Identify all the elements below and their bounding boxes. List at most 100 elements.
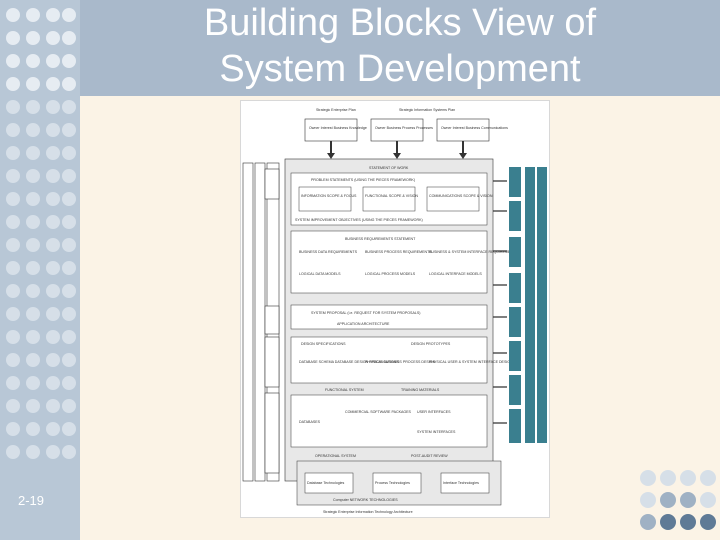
decorative-dot — [640, 514, 656, 530]
impl-box-2: COMMERCIAL SOFTWARE PACKAGES — [345, 410, 412, 414]
decorative-dot — [660, 492, 676, 508]
impl-box-4: SYSTEM INTERFACES — [417, 430, 456, 434]
decorative-dot — [680, 470, 696, 486]
decorative-dot — [46, 445, 60, 459]
decorative-dot — [6, 215, 20, 229]
design-prototypes: DESIGN PROTOTYPES — [411, 342, 451, 346]
decorative-dot — [62, 330, 76, 344]
decorative-dot — [26, 330, 40, 344]
impl-box-1: DATABASES — [299, 420, 321, 424]
decorative-dot-grid: (function(){ const host = document.curre… — [0, 0, 80, 540]
decorative-dot — [26, 445, 40, 459]
decorative-dot — [660, 470, 676, 486]
decorative-dot — [46, 31, 60, 45]
decorative-dot — [62, 169, 76, 183]
decorative-dot — [6, 169, 20, 183]
decorative-dot — [26, 100, 40, 114]
bottom-box-1: Database Technologies — [307, 481, 344, 485]
logical-box-3: LOGICAL INTERFACE MODELS — [429, 272, 482, 276]
decorative-dot — [46, 54, 60, 68]
bottom-box-2: Process Technologies — [375, 481, 410, 485]
decorative-dot — [62, 238, 76, 252]
decorative-dot — [46, 422, 60, 436]
decorative-dot — [26, 192, 40, 206]
main-flow: STATEMENT OF WORK PROBLEM STATEMENTS (US… — [284, 158, 518, 482]
decorative-dot — [6, 284, 20, 298]
title-line-2: System Development — [219, 48, 581, 90]
decorative-dot — [46, 192, 60, 206]
scope-box-3: COMMUNICATIONS SCOPE & VISION — [429, 194, 493, 198]
decorative-dot — [26, 399, 40, 413]
decorative-dot — [26, 54, 40, 68]
decorative-dot — [62, 261, 76, 275]
decorative-dot — [62, 31, 76, 45]
decorative-dot — [6, 238, 20, 252]
logical-box-2: LOGICAL PROCESS MODELS — [365, 272, 416, 276]
system-improvement: SYSTEM IMPROVEMENT OBJECTIVES (USING THE… — [295, 218, 423, 222]
decorative-dot — [680, 514, 696, 530]
top-box-1: Owner Interest Business Knowledge — [309, 126, 367, 130]
training-materials: TRAINING MATERIALS — [401, 388, 440, 392]
right-phases — [493, 167, 547, 443]
decorative-dot — [62, 54, 76, 68]
decorative-dot — [26, 215, 40, 229]
title-line-1: Building Blocks View of — [203, 2, 597, 44]
design-box-1: DATABASE SCHEMA DATABASE DESIGN SPECIFIC… — [299, 360, 400, 364]
top-box-2: Owner Business Process Processes — [375, 126, 433, 130]
problem-statements: PROBLEM STATEMENTS (USING THE PIECES FRA… — [311, 178, 415, 182]
decorative-dot — [26, 422, 40, 436]
decorative-dot — [46, 100, 60, 114]
impl-box-3: USER INTERFACES — [417, 410, 451, 414]
statement-of-work: STATEMENT OF WORK — [369, 166, 409, 170]
req-box-1: BUSINESS DATA REQUIREMENTS — [299, 250, 358, 254]
scope-box-1: INFORMATION SCOPE & FOCUS — [301, 194, 357, 198]
decorative-dot — [46, 123, 60, 137]
decorative-dot — [62, 422, 76, 436]
decorative-dot — [26, 146, 40, 160]
design-box-3: PHYSICAL USER & SYSTEM INTERFACE DESIGN — [429, 360, 513, 364]
decorative-dot — [26, 353, 40, 367]
decorative-dot — [6, 307, 20, 321]
req-box-2: BUSINESS PROCESS REQUIREMENTS — [365, 250, 432, 254]
decorative-dot — [46, 77, 60, 91]
decorative-dot — [26, 8, 40, 22]
functional-system: FUNCTIONAL SYSTEM — [325, 388, 364, 392]
left-roles — [242, 162, 280, 482]
decorative-dot — [46, 215, 60, 229]
bottom-box-3: Interface Technologies — [443, 481, 479, 485]
decorative-dot — [62, 445, 76, 459]
decorative-dot — [6, 376, 20, 390]
top-right-label: Strategic Information Systems Plan — [399, 108, 455, 112]
design-box-2: PHYSICAL BUSINESS PROCESS DESIGN — [365, 360, 436, 364]
decorative-dot — [46, 169, 60, 183]
decorative-dot — [46, 146, 60, 160]
decorative-dot — [640, 470, 656, 486]
building-blocks-diagram: Strategic Enterprise Plan Strategic Info… — [240, 100, 550, 518]
decorative-dot — [26, 238, 40, 252]
decorative-dot — [6, 146, 20, 160]
decorative-dot — [46, 238, 60, 252]
decorative-dot — [62, 399, 76, 413]
decorative-dot — [680, 492, 696, 508]
decorative-dot — [46, 8, 60, 22]
decorative-dot — [26, 31, 40, 45]
decorative-dot — [6, 123, 20, 137]
decorative-dot — [46, 261, 60, 275]
decorative-dot — [6, 54, 20, 68]
business-requirements: BUSINESS REQUIREMENTS STATEMENT — [345, 237, 416, 241]
slide-number: 2-19 — [18, 493, 45, 508]
decorative-dot — [660, 514, 676, 530]
diagram-svg: Strategic Enterprise Plan Strategic Info… — [242, 108, 547, 514]
decorative-dot — [62, 146, 76, 160]
header-band — [0, 0, 720, 96]
bottom-caption: Strategic Enterprise Information Technol… — [323, 510, 413, 514]
decorative-dot — [6, 353, 20, 367]
app-architecture: APPLICATION ARCHITECTURE — [337, 322, 390, 326]
top-boxes: Owner Interest Business Knowledge Owner … — [304, 118, 508, 159]
decorative-dot — [6, 100, 20, 114]
decorative-dot — [46, 399, 60, 413]
operational-system: OPERATIONAL SYSTEM — [315, 454, 356, 458]
decorative-dot — [6, 422, 20, 436]
logical-box-1: LOGICAL DATA MODELS — [299, 272, 341, 276]
decorative-dot — [26, 123, 40, 137]
